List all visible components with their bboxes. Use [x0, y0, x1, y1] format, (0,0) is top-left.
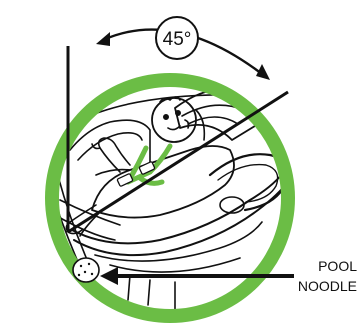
angle-label: 45°	[163, 29, 192, 50]
pool-noodle-icon	[73, 258, 99, 282]
callout-label-line2: NOODLE	[298, 278, 357, 294]
callout-label-line1: POOL	[318, 258, 357, 274]
angle-badge: 45°	[156, 17, 198, 59]
